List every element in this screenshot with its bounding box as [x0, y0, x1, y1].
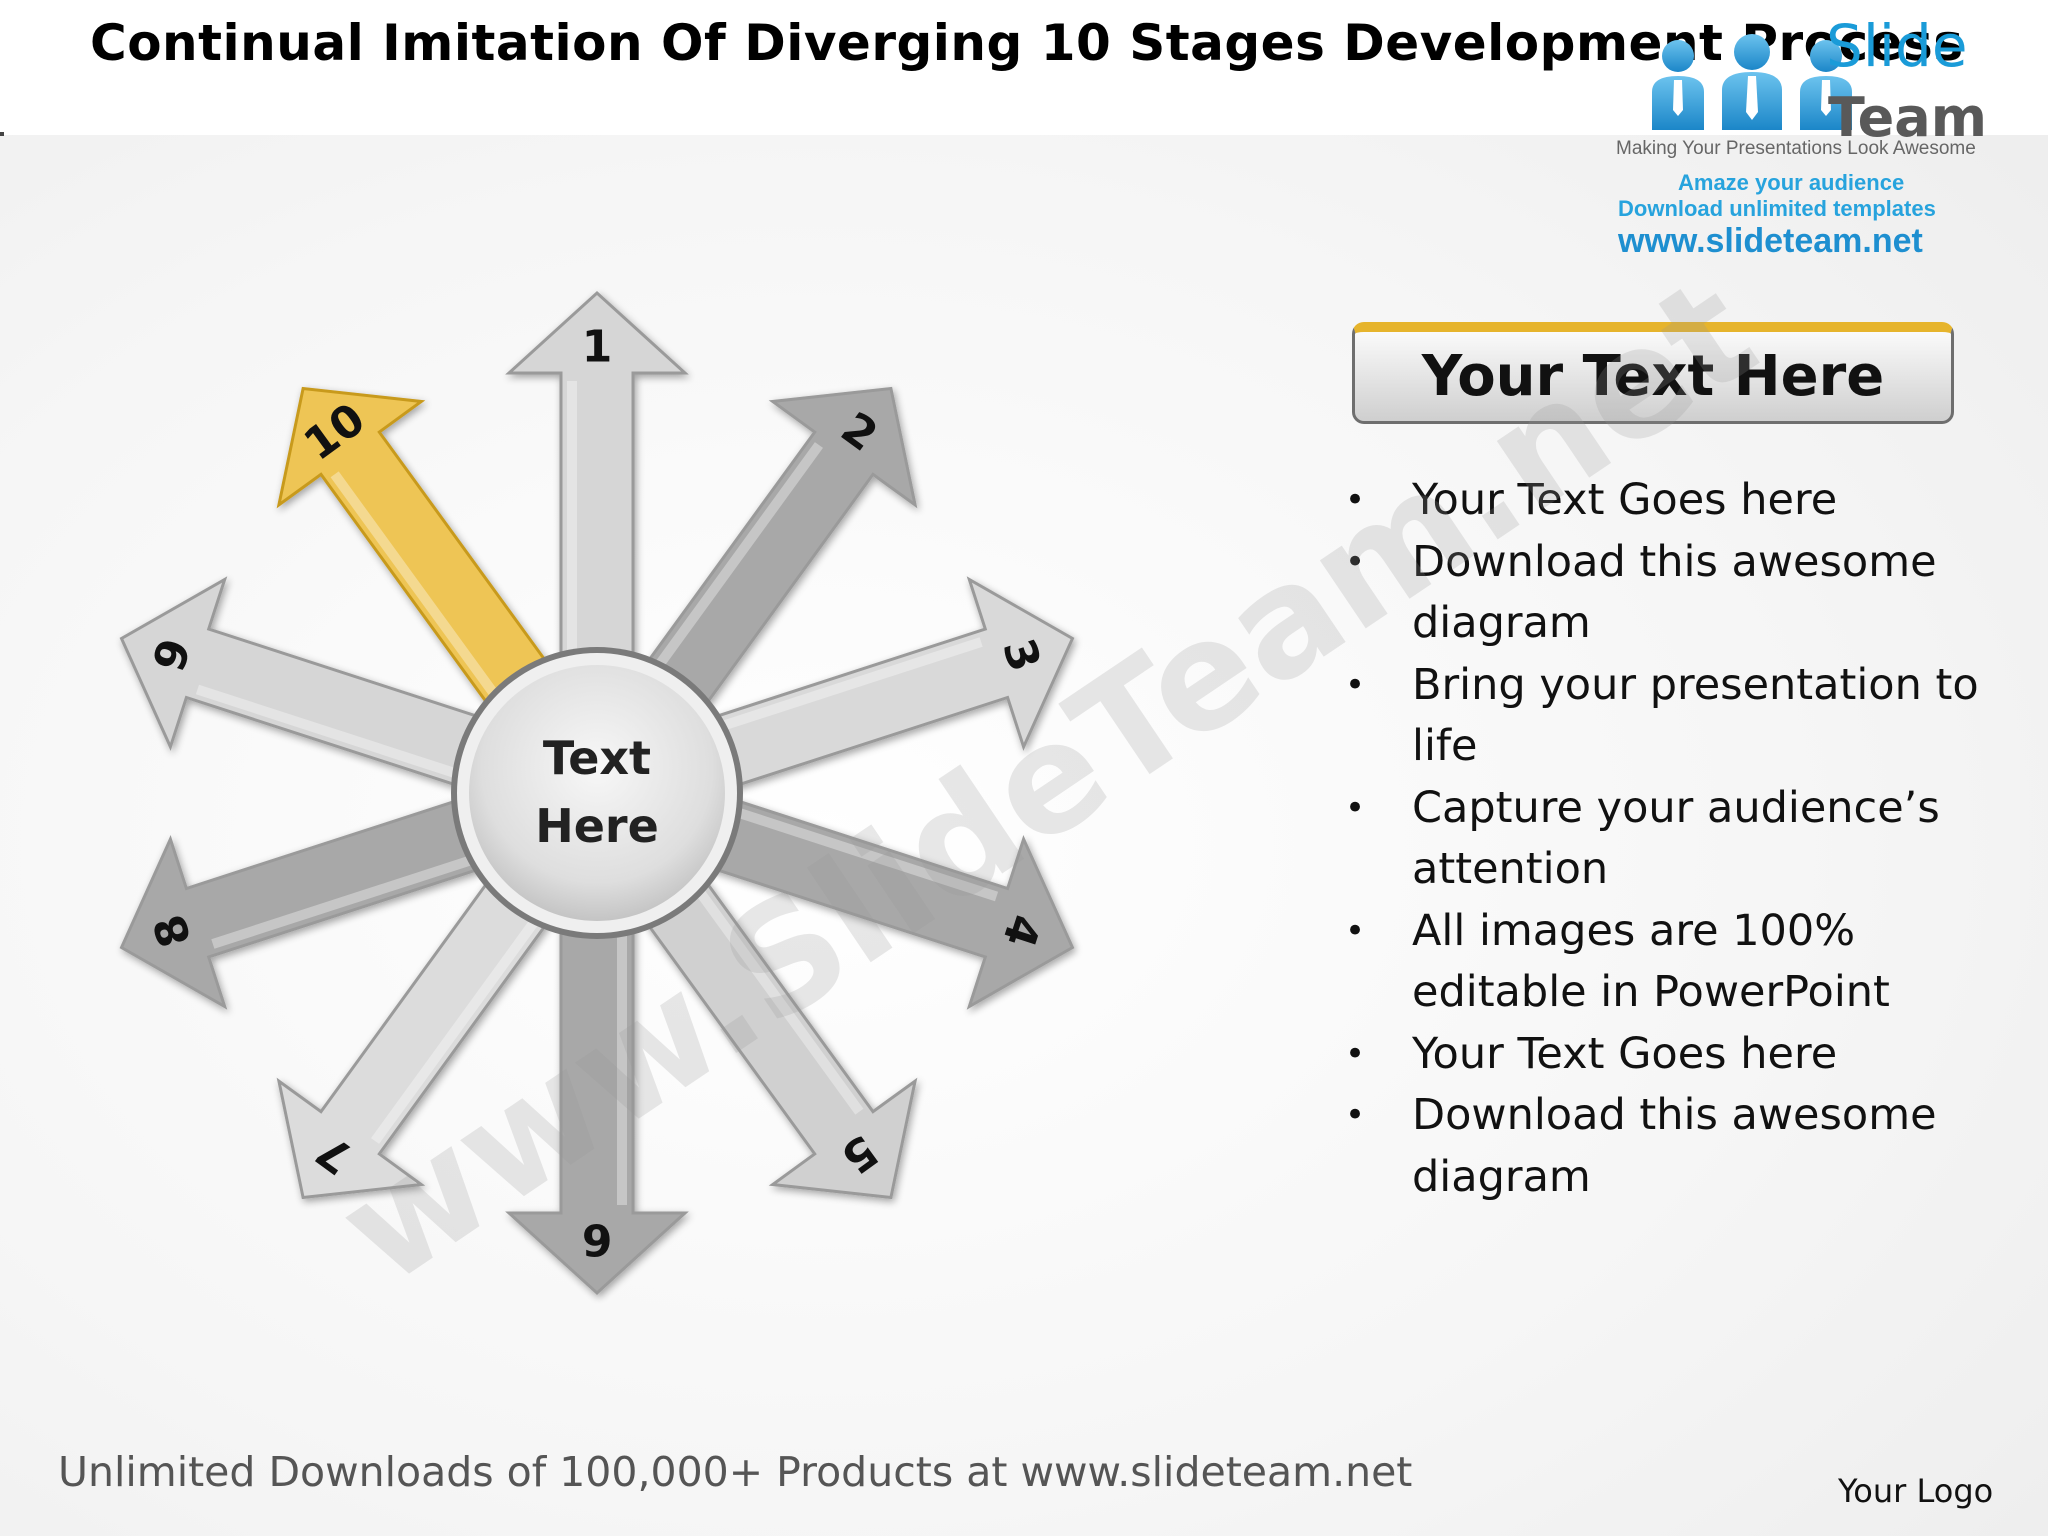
your-logo-placeholder: Your Logo — [1838, 1472, 1994, 1510]
stage-arrow-9[interactable] — [119, 576, 506, 796]
bullet-item: Download this awesome diagram — [1340, 532, 1980, 655]
bullet-item: Your Text Goes here — [1340, 1024, 1980, 1086]
title-band — [0, 0, 2048, 135]
stage-arrow-shine-7 — [371, 901, 551, 1144]
bullet-item: Your Text Goes here — [1340, 470, 1980, 532]
hub-face — [469, 665, 725, 921]
page-title: Continual Imitation Of Diverging 10 Stag… — [90, 14, 1964, 72]
footer-text[interactable]: Unlimited Downloads of 100,000+ Products… — [58, 1448, 1413, 1496]
bullet-item: Download this awesome diagram — [1340, 1085, 1980, 1208]
stage-arrow-shine-10 — [330, 471, 511, 714]
stage-arrow-10[interactable] — [276, 386, 564, 728]
stage-arrow-6[interactable] — [505, 901, 689, 1296]
logo-url[interactable]: www.slideteam.net — [1618, 222, 1923, 260]
stage-arrow-2[interactable] — [630, 386, 918, 728]
stage-arrow-4[interactable] — [688, 790, 1075, 1010]
slideteam-logo: Slide Team Making Your Presentations Loo… — [1600, 10, 2040, 265]
bullet-item: All images are 100% editable in PowerPoi… — [1340, 901, 1980, 1024]
stage-arrow-1[interactable] — [505, 290, 689, 685]
stage-label-1: 1 — [582, 322, 613, 373]
logo-brand-team: Team — [1828, 86, 1987, 149]
center-hub[interactable]: Text Here — [451, 647, 743, 939]
stage-arrow-shine-4 — [717, 801, 999, 902]
stage-arrow-shine-3 — [701, 637, 983, 737]
stage-arrow-shine-2 — [643, 442, 823, 685]
logo-promo-line-1: Amaze your audience — [1678, 170, 1905, 195]
stage-arrow-5[interactable] — [630, 858, 918, 1200]
panel-header: Your Text Here — [1352, 322, 1954, 424]
logo-promo-line-2: Download unlimited templates — [1618, 196, 1936, 221]
stage-arrow-shine-6 — [617, 913, 627, 1205]
hub-text-line-2: Here — [535, 799, 659, 853]
people-icon — [1652, 34, 1852, 130]
stage-arrow-7[interactable] — [276, 858, 564, 1200]
stage-arrow-3[interactable] — [688, 576, 1075, 796]
logo-brand-slide: Slide — [1826, 12, 1968, 80]
panel-header-text: Your Text Here — [1421, 344, 1885, 409]
stage-arrow-shine-8 — [211, 849, 493, 949]
stage-arrow-shine-9 — [195, 684, 477, 785]
logo-tagline: Making Your Presentations Look Awesome — [1616, 138, 1976, 159]
bullet-item: Bring your presentation to life — [1340, 655, 1980, 778]
stage-arrow-shine-5 — [683, 872, 864, 1115]
corner-mark — [0, 132, 4, 136]
stage-arrow-shine-1 — [567, 381, 577, 673]
bullet-item: Capture your audience’s attention — [1340, 778, 1980, 901]
bullet-list: Your Text Goes here Download this awesom… — [1340, 470, 1980, 1208]
stage-label-6: 6 — [582, 1214, 613, 1265]
hub-text-line-1: Text — [543, 731, 651, 785]
stage-arrow-8[interactable] — [119, 790, 506, 1010]
